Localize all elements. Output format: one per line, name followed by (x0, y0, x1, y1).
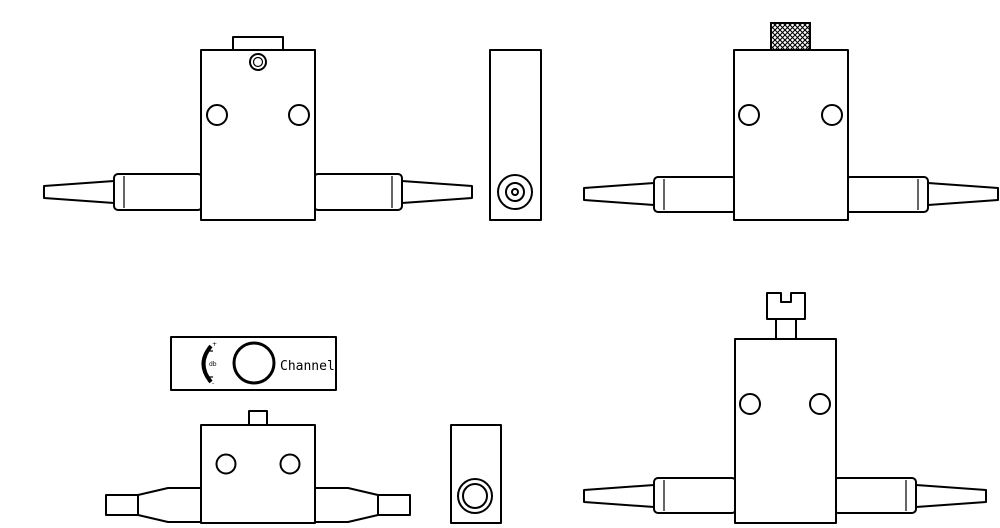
side-view-bottom (450, 424, 502, 524)
right-fiber-boot (927, 182, 999, 206)
front-view-bottom-left (105, 410, 411, 524)
right-fiber-boot (401, 180, 473, 204)
housing-body (733, 49, 849, 221)
housing-body (734, 338, 837, 524)
knurled-knob (770, 22, 811, 51)
side-view-top (489, 49, 542, 221)
fiber-port (457, 478, 493, 514)
screw-shaft (775, 318, 797, 340)
housing-body (200, 49, 316, 221)
mounting-hole-right (821, 104, 843, 126)
adjust-tab (248, 410, 268, 426)
left-fiber-boot (583, 484, 655, 508)
fiber-port (497, 174, 533, 210)
plus-sign: + (212, 341, 217, 348)
right-fiber-sleeve (313, 173, 403, 211)
housing-body (200, 424, 316, 524)
mounting-hole-right (279, 453, 301, 475)
left-fiber-sleeve (113, 173, 203, 211)
adjust-dial (232, 341, 276, 385)
mounting-hole-left (206, 104, 228, 126)
front-view-slotted-screw (583, 292, 987, 524)
mounting-hole-right (288, 104, 310, 126)
control-panel-top-view: + db - Channel (170, 336, 337, 391)
mounting-hole-left (738, 104, 760, 126)
db-label: db (209, 361, 217, 368)
right-fiber-sleeve (845, 176, 929, 213)
mounting-hole-left (739, 393, 761, 415)
mounting-hole-left (215, 453, 237, 475)
left-fiber-sleeve (653, 477, 737, 514)
channel-label: Channel (280, 359, 335, 374)
right-fiber-connector (313, 487, 411, 523)
front-view-knurled-knob (583, 22, 999, 221)
mounting-hole-right (809, 393, 831, 415)
left-fiber-boot (43, 180, 115, 204)
adjust-screw-head (249, 53, 267, 71)
slotted-screw-head (766, 292, 806, 320)
right-fiber-boot (915, 484, 987, 508)
left-fiber-boot (583, 182, 655, 206)
left-fiber-sleeve (653, 176, 737, 213)
db-arc-indicator (201, 344, 213, 384)
right-fiber-sleeve (833, 477, 917, 514)
left-fiber-connector (105, 487, 203, 523)
front-view-top-left (43, 36, 473, 221)
minus-sign: - (212, 380, 214, 387)
adjust-tab (232, 36, 284, 52)
